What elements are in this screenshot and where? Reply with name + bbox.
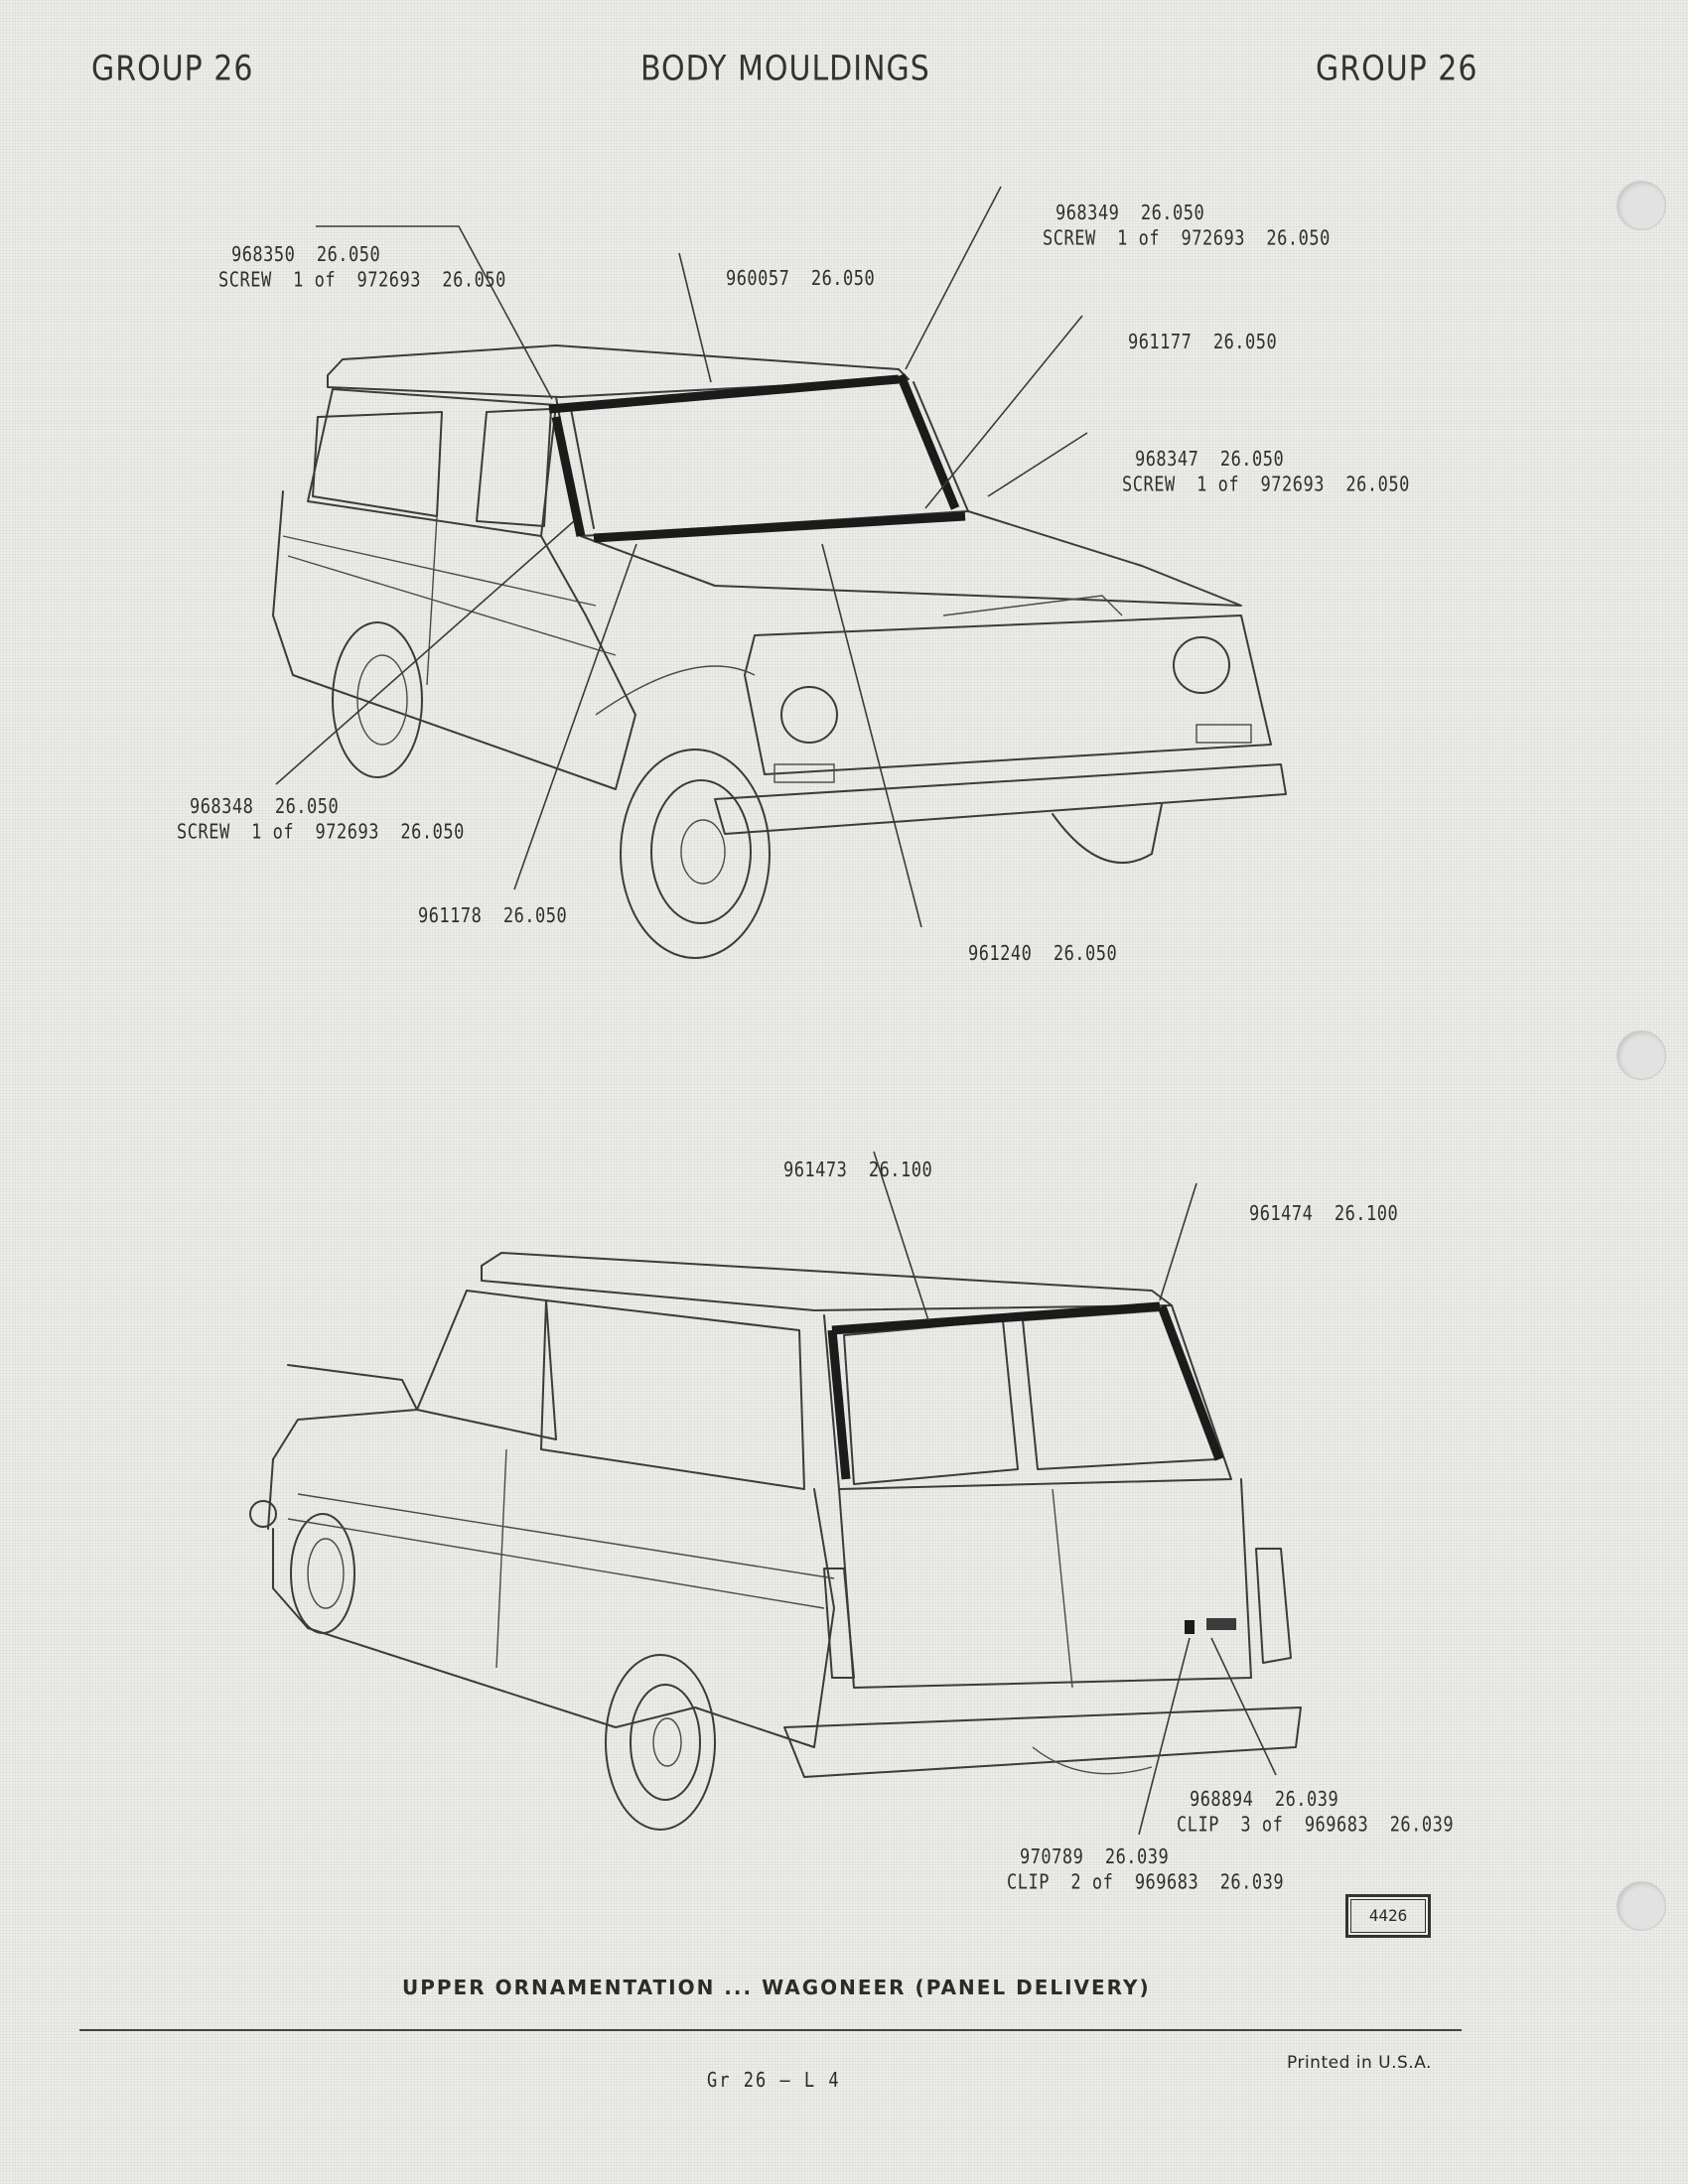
figure-number-box: 4426	[1345, 1894, 1431, 1938]
part-note: SCREW 1 of 972693 26.050	[218, 268, 506, 293]
header-section-title: BODY MOULDINGS	[640, 49, 930, 89]
callout-961473: 961473 26.100	[741, 1134, 932, 1209]
callout-960057: 960057 26.050	[683, 242, 875, 318]
part-note: CLIP 3 of 969683 26.039	[1177, 1813, 1455, 1838]
wagoneer-front-illustration	[272, 186, 1287, 959]
part-note: CLIP 2 of 969683 26.039	[1007, 1870, 1285, 1895]
part-number: 961178 26.050	[417, 904, 568, 929]
page-number: Gr 26 – L 4	[707, 2069, 841, 2093]
part-number: 960057 26.050	[725, 267, 876, 292]
callout-961474: 961474 26.100	[1206, 1177, 1398, 1253]
callout-961240: 961240 26.050	[925, 917, 1117, 993]
part-number: 968349 26.050	[1055, 202, 1205, 226]
header-group-right: GROUP 26	[1316, 49, 1478, 89]
part-note: SCREW 1 of 972693 26.050	[1043, 226, 1331, 251]
part-number: 961240 26.050	[967, 942, 1118, 967]
callout-961177: 961177 26.050	[1085, 306, 1277, 381]
header-group-left: GROUP 26	[91, 49, 254, 89]
part-number: 968350 26.050	[230, 243, 381, 268]
part-number: 968894 26.039	[1189, 1788, 1339, 1813]
part-number: 968347 26.050	[1134, 448, 1285, 473]
wagoneer-rear-illustration	[249, 1151, 1302, 1836]
part-number: 970789 26.039	[1019, 1845, 1170, 1870]
part-note: SCREW 1 of 972693 26.050	[177, 820, 465, 845]
footer-rule	[79, 2029, 1462, 2031]
part-number: 961473 26.100	[782, 1159, 933, 1183]
callout-961178: 961178 26.050	[375, 880, 567, 955]
part-number: 961177 26.050	[1127, 331, 1278, 355]
part-number: 961474 26.100	[1248, 1202, 1399, 1227]
binder-hole-bottom	[1617, 1881, 1666, 1931]
binder-hole-top	[1617, 181, 1666, 230]
part-note: SCREW 1 of 972693 26.050	[1122, 473, 1410, 497]
part-number: 968348 26.050	[189, 795, 340, 820]
binder-hole-middle	[1617, 1030, 1666, 1080]
printed-notice: Printed in U.S.A.	[1287, 2053, 1432, 2073]
figure-caption: UPPER ORNAMENTATION ... WAGONEER (PANEL …	[402, 1976, 1151, 1999]
